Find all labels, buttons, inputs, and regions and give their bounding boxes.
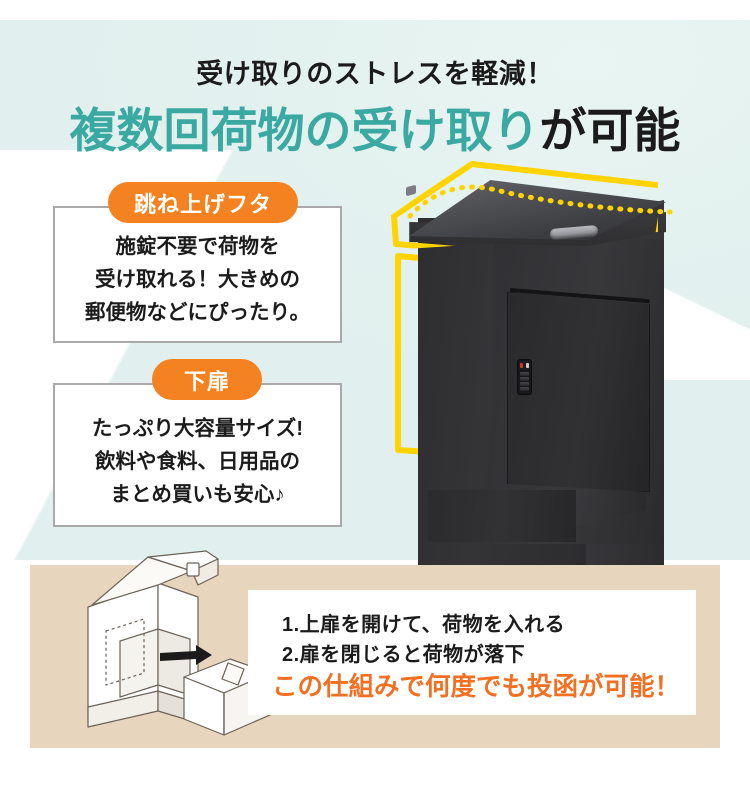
feature-line: まとめ買いも安心♪ (110, 483, 285, 506)
instructions-tagline: この仕組みで何度でも投函が可能！ (272, 673, 681, 701)
page-subheading: 受け取りのストレスを軽減！ (196, 59, 554, 89)
mailbox-illustration (48, 545, 278, 740)
feature-badge-lid: 跳ね上げフタ (108, 182, 298, 223)
feature-line: 受け取れる！大きめの (95, 268, 300, 291)
highlight-outline-lid (390, 160, 658, 250)
feature-badge-door: 下扉 (152, 359, 262, 400)
top-white-strip (0, 0, 750, 20)
feature-line: 施錠不要で荷物を (115, 235, 280, 258)
product-photo (390, 160, 710, 613)
page-title: 複数回荷物の受け取りが可能 (0, 92, 750, 161)
cabinet-plinth-front (428, 490, 576, 542)
feature-card-door-text: たっぷり大容量サイズ! 飲料や食料、日用品の まとめ買いも安心♪ (55, 412, 340, 511)
page-title-tail: が可能 (539, 104, 681, 157)
lock-dials (520, 372, 529, 392)
step-item: 1.上扉を開けて、荷物を入れる (282, 614, 566, 636)
feature-line: 郵便物などにぴったり。 (84, 301, 311, 324)
feature-card-door: たっぷり大容量サイズ! 飲料や食料、日用品の まとめ買いも安心♪ (53, 383, 342, 527)
lid-edge-dotted-line (404, 172, 674, 242)
step-item: 2.扉を閉じると荷物が落下 (282, 644, 526, 666)
feature-card-lid-text: 施錠不要で荷物を 受け取れる！大きめの 郵便物などにぴったり。 (55, 230, 340, 329)
feature-card-lid: 施錠不要で荷物を 受け取れる！大きめの 郵便物などにぴったり。 (53, 206, 342, 343)
feature-line: たっぷり大容量サイズ! (91, 417, 304, 440)
page-title-highlight: 複数回荷物の受け取り (69, 104, 540, 157)
feature-line: 飲料や食料、日用品の (95, 450, 300, 473)
steps-text-box: 1.上扉を開けて、荷物を入れる 2.扉を閉じると荷物が落下 この仕組みで何度でも… (248, 590, 696, 715)
lock-indicator (519, 361, 530, 370)
combination-lock-icon (518, 360, 531, 394)
